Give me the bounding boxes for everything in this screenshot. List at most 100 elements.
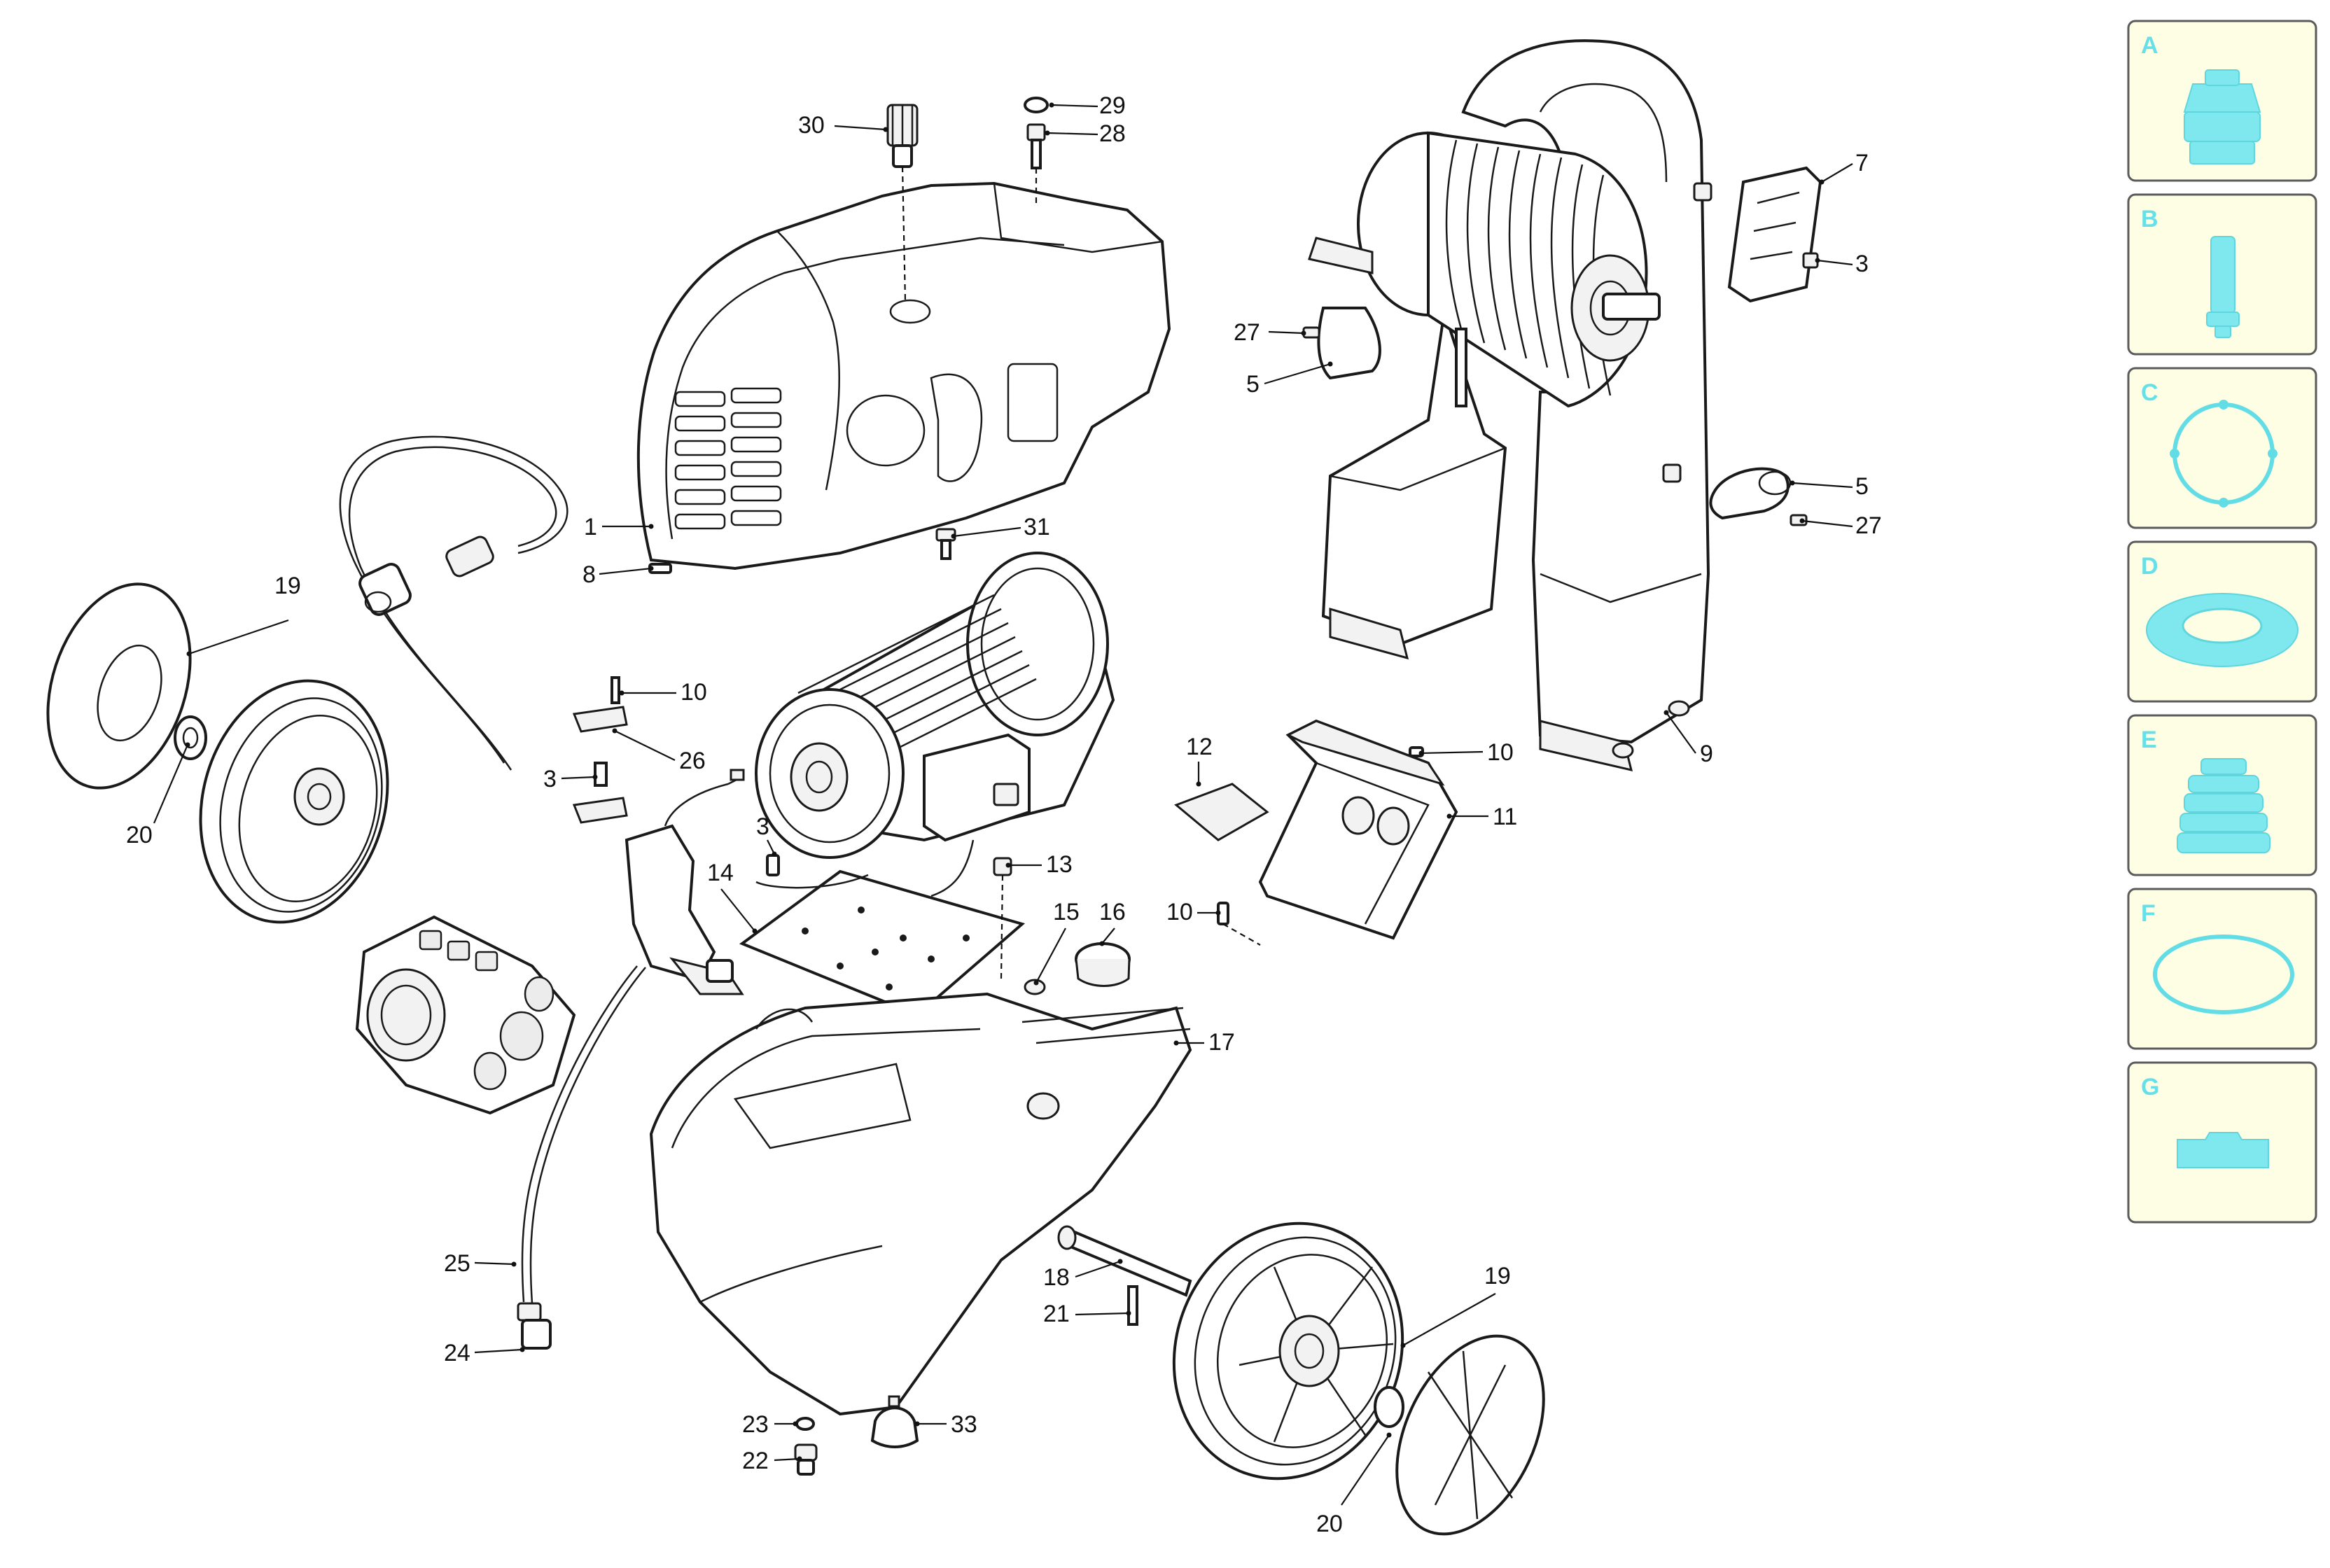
callout-label-c1: 1 [584,514,597,540]
callout-label-c13: 13 [1046,851,1073,878]
leader-line-c9 [1666,712,1696,754]
leader-dot-c13 [1005,862,1011,868]
hood-cover-part [636,181,1171,570]
callout-label-c31: 31 [1024,514,1050,540]
callout-label-c24: 24 [444,1340,470,1366]
callout-label-c28: 28 [1099,120,1126,147]
callout-label-c10b: 10 [1487,739,1514,766]
part-category-panel: A B C [2127,20,2317,1224]
callout-label-c23: 23 [742,1411,769,1438]
leader-line-c5a [1264,363,1331,385]
screw-parts [648,528,956,574]
fitting-part [766,854,1012,981]
callout-label-c27a: 27 [1234,319,1260,346]
leader-dot-c20a [185,742,190,748]
leader-line-c27b [1801,519,1853,528]
panel-e[interactable]: E [2127,714,2317,876]
callout-label-c3a: 3 [1855,251,1869,277]
panel-c[interactable]: C [2127,367,2317,529]
callout-label-c3c: 3 [756,813,769,840]
leader-dot-c22 [797,1456,802,1462]
leader-dot-c14 [752,928,758,934]
leader-dot-c19b [1400,1343,1406,1348]
leader-line-c5b [1792,482,1853,489]
o-ring-icon [2153,934,2294,1014]
profile-strip-icon [2177,1132,2269,1168]
leader-dot-c23 [793,1421,798,1427]
control-panel-part [1174,719,1458,946]
callout-label-c14: 14 [707,860,734,886]
callout-label-c19b: 19 [1484,1263,1511,1289]
right-wheel-part [1172,1222,1545,1536]
panel-d-letter: D [2141,553,2158,580]
panel-e-letter: E [2141,727,2157,753]
panel-b[interactable]: B [2127,193,2317,356]
panel-f[interactable]: F [2127,888,2317,1050]
panel-b-letter: B [2141,206,2158,232]
hose-guide-bracket-part [1727,166,1822,303]
leader-line-c20b [1341,1434,1390,1506]
power-cord-part [339,435,568,771]
callout-label-c20b: 20 [1316,1511,1343,1537]
panel-a-letter: A [2141,32,2158,59]
callout-label-c20a: 20 [126,822,153,848]
leader-dot-c27a [1301,330,1306,336]
leader-dot-c19a [186,651,192,657]
panel-g[interactable]: G [2127,1061,2317,1224]
panel-f-letter: F [2141,900,2156,927]
callout-label-c11: 11 [1493,804,1517,830]
hose-drum-part [1308,131,1661,408]
left-wheel-part [46,582,389,924]
leader-dot-c12 [1196,781,1201,787]
callout-label-c33: 33 [951,1411,977,1438]
high-pressure-pump-part [355,915,576,1115]
leader-dot-c15 [1033,980,1039,986]
leader-line-c20a [153,744,189,824]
callout-label-c5b: 5 [1855,473,1869,500]
leader-line-c19b [1402,1293,1496,1346]
leader-dot-c31 [951,533,956,539]
callout-label-c25: 25 [444,1250,470,1277]
leader-line-c27a [1268,330,1304,335]
callout-label-c29: 29 [1099,92,1126,119]
cable-clamp-parts [572,676,628,824]
nozzle-icon [2183,69,2261,164]
leader-line-c30 [834,125,886,131]
callout-label-c7: 7 [1855,150,1869,176]
leader-dot-c30 [883,127,888,132]
leader-dot-c10c [1215,910,1221,916]
leader-dot-c11 [1446,813,1452,819]
ring-seal-icon [2170,400,2277,507]
panel-g-letter: G [2141,1074,2159,1100]
knob-part [886,104,919,302]
leader-line-c31 [953,526,1021,538]
filter-cartridge-icon [2206,236,2240,338]
leader-dot-c10b [1418,750,1424,756]
leader-line-c24 [474,1348,523,1354]
mounting-plate-part [739,869,1026,1017]
panel-a[interactable]: A [2127,20,2317,182]
leader-dot-c5a [1327,361,1333,367]
leader-dot-c1 [648,524,654,529]
leader-line-c22 [774,1457,800,1462]
electric-motor-part [755,552,1115,897]
leader-line-c28 [1047,132,1098,136]
leader-dot-c28 [1045,130,1050,136]
callout-leader-lines [153,102,1853,1506]
callout-label-c3b: 3 [543,766,557,792]
leader-line-c10b [1421,750,1484,755]
leader-line-c3b [561,776,596,780]
panel-d[interactable]: D [2127,540,2317,703]
leader-dot-c16 [1099,941,1105,946]
leader-line-c7 [1821,163,1853,183]
axle-part [1057,1225,1192,1326]
leader-dot-c21 [1126,1310,1131,1316]
leader-dot-c27b [1799,518,1805,524]
callout-label-c21: 21 [1043,1301,1070,1327]
callout-label-c17: 17 [1208,1029,1235,1056]
leader-dot-c25 [511,1261,517,1267]
callout-label-c22: 22 [742,1448,769,1474]
leader-line-c3c [767,839,775,855]
callout-label-c15: 15 [1053,899,1080,925]
